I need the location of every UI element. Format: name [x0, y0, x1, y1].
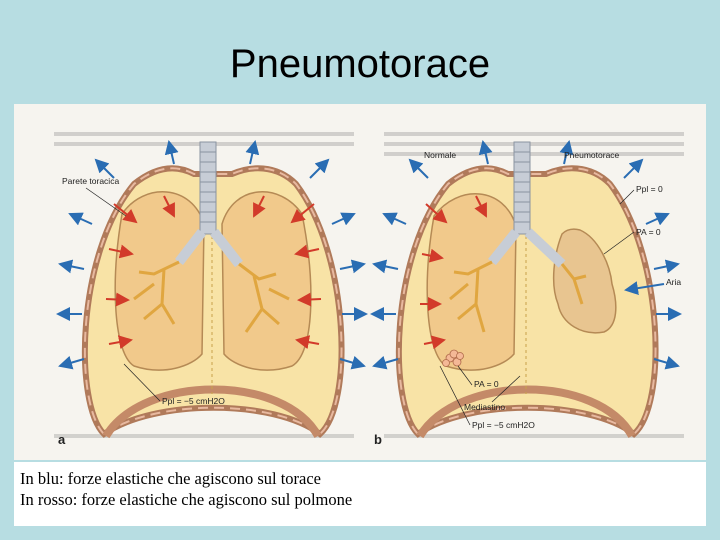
label-pneumo: Pneumotorace: [564, 150, 620, 160]
trachea-a: [200, 142, 216, 234]
panel-letter-a: a: [58, 432, 66, 447]
label-ppl-a: Ppl = −5 cmH2O: [162, 396, 225, 406]
caption-line-red: In rosso: forze elastiche che agiscono s…: [20, 489, 706, 510]
trachea-b: [514, 142, 530, 234]
label-pa0-right: PA = 0: [636, 227, 661, 237]
label-pa0-left: PA = 0: [474, 379, 499, 389]
pneumothorax-figure: Parete toracica Ppl = −5 cmH2O a: [14, 104, 706, 460]
slide-title: Pneumotorace: [0, 42, 720, 87]
label-ppl0: Ppl = 0: [636, 184, 663, 194]
panel-a: Parete toracica Ppl = −5 cmH2O a: [58, 142, 366, 447]
panel-b: Normale Pneumotorace Ppl = 0 PA = 0 Aria…: [372, 142, 681, 447]
label-ppl5-b: Ppl = −5 cmH2O: [472, 420, 535, 430]
label-air: Aria: [666, 277, 681, 287]
label-normal: Normale: [424, 150, 456, 160]
caption-line-blue: In blu: forze elastiche che agiscono sul…: [20, 468, 706, 489]
normal-lung-b: [427, 194, 516, 370]
panel-letter-b: b: [374, 432, 382, 447]
label-mediastino: Mediastino: [464, 402, 505, 412]
left-lung-a: [115, 192, 204, 370]
label-wall-a: Parete toracica: [62, 176, 119, 186]
caption: In blu: forze elastiche che agiscono sul…: [14, 462, 706, 526]
